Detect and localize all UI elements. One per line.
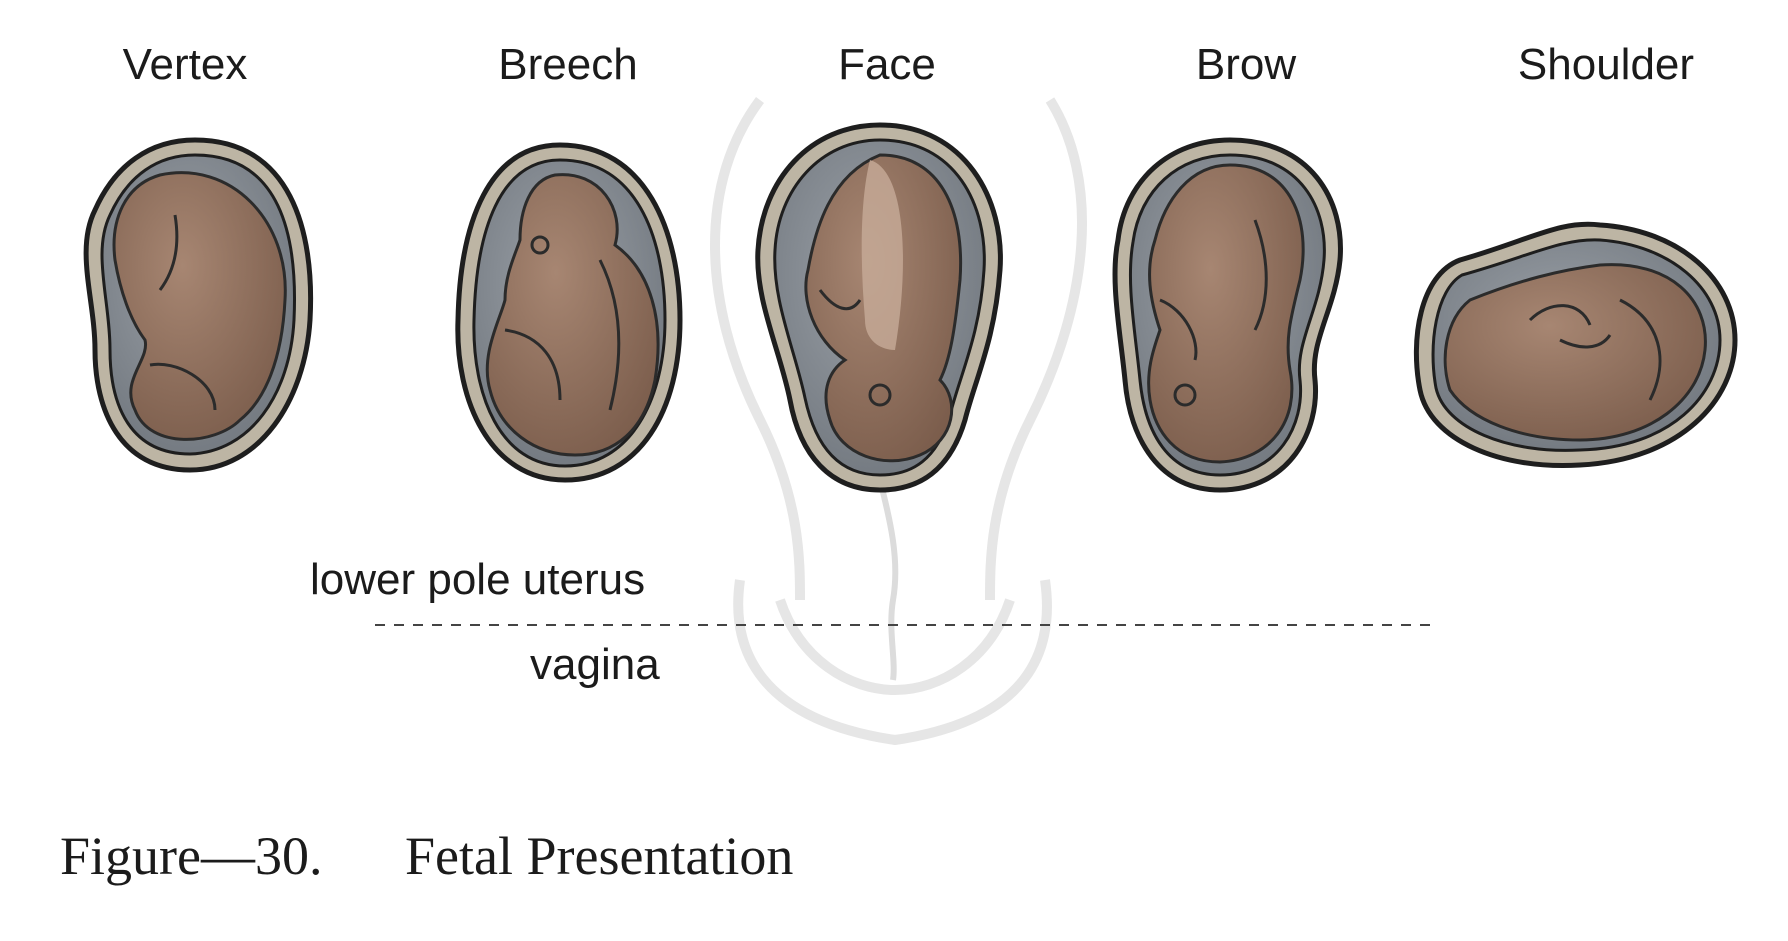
label-vertex: Vertex [122, 40, 248, 89]
fetus-face [755, 122, 1003, 493]
label-vagina: vagina [530, 640, 660, 689]
figure-number: Figure—30. [60, 826, 323, 886]
cervical-canal [877, 479, 899, 681]
fetus-shoulder [1413, 221, 1738, 469]
label-shoulder: Shoulder [1517, 40, 1695, 89]
fetus-vertex [83, 137, 314, 473]
figure-title: Fetal Presentation [405, 826, 794, 886]
label-face: Face [838, 40, 936, 89]
fetus-breech [455, 142, 683, 483]
label-lower-pole-uterus: lower pole uterus [310, 555, 646, 604]
label-brow: Brow [1195, 40, 1297, 89]
label-breech: Breech [498, 40, 638, 89]
fetus-brow [1112, 137, 1343, 493]
uterus-outline [710, 97, 1087, 746]
